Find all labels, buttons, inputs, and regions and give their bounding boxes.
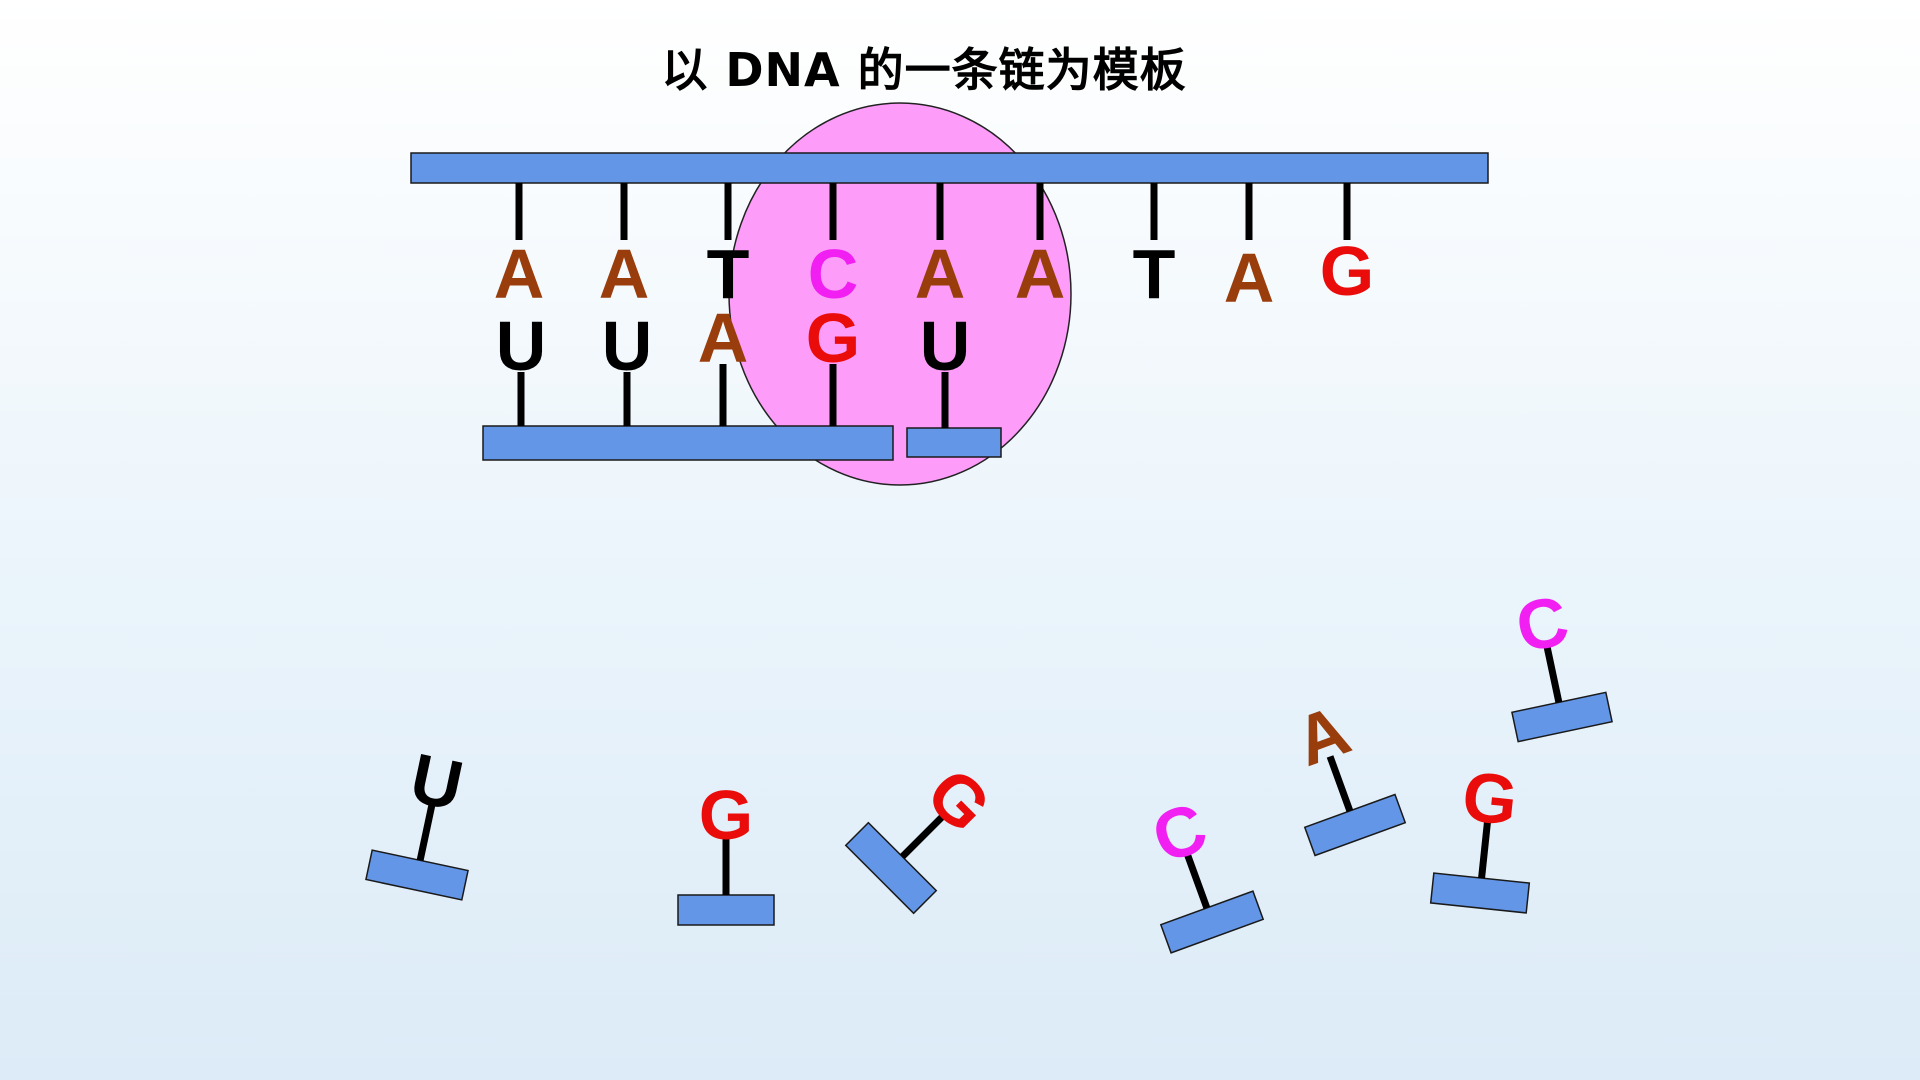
nucleotide-stem [416,802,436,862]
rna-base-5: U [920,307,971,428]
dna-base-label: A [494,235,545,313]
dna-base-label: C [808,235,859,313]
rna-polymerase [728,102,1072,486]
dna-base-9: G [1320,183,1374,310]
nucleotide-label: C [1509,581,1575,668]
nucleotide-stem [1326,755,1354,813]
free-nucleotide-1: U [365,739,470,901]
dna-base-label: G [1320,232,1374,310]
nucleotide-backbone [1429,872,1531,914]
rna-base-label: G [806,299,860,377]
dna-base-8: A [1224,183,1275,317]
dna-base-label: A [1224,239,1275,317]
nucleotide-label: U [404,739,470,826]
free-nucleotide-6: G [1429,757,1531,914]
dna-template-strand [410,152,1489,184]
dna-base-7: T [1133,183,1176,313]
nucleotide-backbone [1303,793,1407,857]
dna-base-5: A [915,183,966,313]
dna-base-label: T [1133,235,1176,313]
rna-base-label: U [920,307,971,385]
free-nucleotide-2: G [677,776,775,926]
rna-strand-segment-new [906,427,1002,458]
dna-base-6: A [1015,183,1066,313]
nucleotide-label: G [699,776,753,854]
nucleotide-label: C [1142,787,1216,878]
nucleotide-backbone [1511,691,1613,743]
nucleotide-backbone [365,849,469,901]
rna-base-4: G [806,299,860,426]
rna-base-1: U [496,307,547,426]
slide-title: 以 DNA 的一条链为模板 [661,43,1187,97]
nucleotide-stem [1478,820,1492,879]
dna-base-label: A [1015,235,1066,313]
nucleotide-label: G [1459,757,1521,840]
nucleotide-backbone [677,894,775,926]
free-nucleotide-5: A [1285,690,1407,857]
nucleotide-label: A [1285,690,1359,781]
dna-base-label: T [707,235,750,313]
nucleotide-stem [1543,644,1563,704]
rna-base-2: U [602,307,653,426]
dna-base-1: A [494,183,545,313]
dna-base-label: A [915,235,966,313]
free-nucleotide-7: C [1509,581,1613,743]
rna-base-label: A [698,299,749,377]
rna-base-label: U [496,307,547,385]
free-nucleotide-3: G [844,753,1006,915]
dna-base-2: A [599,183,650,313]
nucleotide-stem [1183,852,1211,910]
nucleotide-stem [899,813,946,860]
dna-base-4: C [808,183,859,313]
free-nucleotide-4: C [1142,787,1265,954]
dna-base-3: T [707,183,750,313]
rna-base-label: U [602,307,653,385]
dna-base-label: A [599,235,650,313]
rna-base-3: A [698,299,749,426]
rna-strand-segment [482,425,894,461]
nucleotide-backbone [1159,890,1265,954]
